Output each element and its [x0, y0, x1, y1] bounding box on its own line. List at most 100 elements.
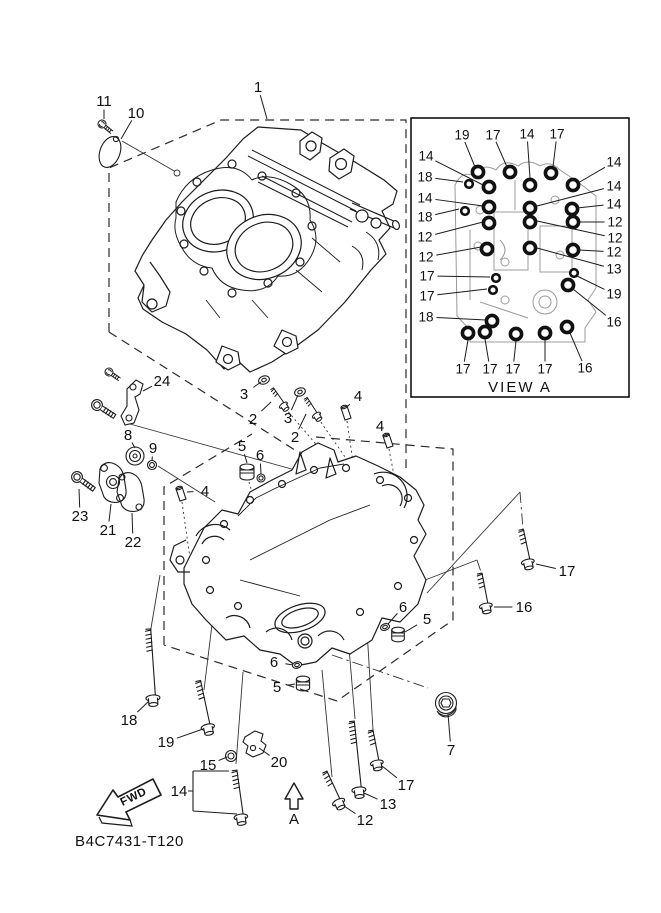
bolt-16: [472, 571, 495, 616]
bolt-hole-marker: [470, 164, 486, 180]
leader-line: [288, 683, 296, 686]
up-arrow-icon: [284, 782, 304, 810]
part-callout-18: 18: [418, 310, 433, 325]
leader-line: [436, 246, 482, 256]
oring-9: [146, 459, 158, 471]
leader-line: [259, 95, 268, 120]
damper-8: [125, 446, 145, 466]
bolt-hole-marker: [463, 178, 475, 190]
leader-line: [463, 339, 469, 362]
bolt-hole-marker: [479, 241, 495, 257]
bolt-hole-marker: [481, 215, 497, 231]
leader-line: [513, 340, 517, 362]
leader-line: [572, 288, 607, 316]
fwd-arrow: FWD: [96, 778, 162, 827]
figure-code: B4C7431-T120: [75, 833, 184, 850]
bolt-hole-marker: [459, 205, 471, 217]
leader-line: [535, 563, 556, 569]
leader-line: [435, 198, 484, 207]
leader-line: [131, 442, 136, 449]
plug-5: [239, 463, 405, 692]
bolt-hole-marker: [565, 242, 581, 258]
part-callout-12: 12: [607, 215, 622, 230]
part-callout-12: 12: [606, 245, 621, 260]
plate-10: [98, 136, 122, 168]
bolt-hole-marker: [484, 313, 500, 329]
oring-15: [224, 749, 238, 763]
leader-line: [536, 188, 604, 207]
part-callout-17: 17: [419, 289, 434, 304]
part-callout-4: 4: [201, 483, 209, 500]
leader-line: [78, 488, 81, 508]
oring-6: [256, 473, 391, 669]
leader-line: [527, 141, 531, 179]
main-leader-lines: [78, 95, 556, 815]
part-callout-13: 13: [380, 796, 397, 813]
part-callout-17: 17: [537, 362, 552, 377]
leader-line: [290, 394, 299, 411]
leader-line: [578, 249, 604, 252]
bolt-19: [190, 679, 217, 738]
part-callout-12: 12: [418, 250, 433, 265]
leader-line: [435, 221, 484, 235]
part-callout-16: 16: [577, 361, 592, 376]
section-a-arrow: A: [284, 782, 304, 828]
part-callout-14: 14: [171, 783, 188, 800]
part-callout-5: 5: [238, 438, 246, 455]
leader-line: [120, 120, 133, 140]
leader-line: [536, 220, 605, 237]
leader-line: [259, 463, 262, 475]
section-a-label: A: [289, 811, 299, 828]
part-callout-9: 9: [149, 440, 157, 457]
part-callout-24: 24: [154, 373, 171, 390]
washer-3: [258, 375, 270, 385]
part-callout-19: 19: [454, 128, 469, 143]
leader-line: [136, 700, 150, 713]
part-callout-18: 18: [417, 210, 432, 225]
part-callout-17: 17: [559, 563, 576, 580]
part-callout-6: 6: [270, 654, 278, 671]
part-callout-6: 6: [399, 599, 407, 616]
leader-line: [384, 432, 388, 437]
bolt-2: [301, 395, 325, 424]
bolt-hole-marker: [522, 177, 538, 193]
part-callout-14: 14: [418, 149, 434, 164]
leader-line: [108, 503, 112, 522]
part-callout-20: 20: [271, 754, 288, 771]
bolt-hole-marker: [487, 284, 499, 296]
leader-line: [576, 204, 604, 209]
bolt-hole-marker: [522, 214, 538, 230]
bracket-24: [120, 379, 144, 426]
gasket-22: [116, 472, 145, 512]
bolt-hole-marker: [502, 164, 518, 180]
part-callout-11: 11: [96, 93, 112, 110]
part-callout-3: 3: [284, 410, 292, 427]
part-callout-21: 21: [100, 522, 117, 539]
leader-line: [569, 332, 583, 362]
leader-line: [387, 613, 398, 625]
bolt-hole-marker: [522, 200, 538, 216]
leader-line: [253, 381, 262, 388]
part-callout-3: 3: [240, 386, 248, 403]
leader-line: [243, 454, 248, 464]
bolt-hole-marker: [477, 324, 493, 340]
bolt-hole-marker: [559, 319, 575, 335]
part-callout-4: 4: [354, 388, 362, 405]
bolt-hole-marker: [481, 179, 497, 195]
part-callout-13: 13: [606, 262, 621, 277]
bolt-12: [318, 768, 349, 813]
leader-line: [298, 413, 307, 430]
bolt-hole-marker: [564, 201, 580, 217]
bolt-17: [514, 527, 537, 572]
leader-line: [131, 512, 134, 534]
view-a-leader-lines: [435, 141, 607, 362]
view-a-title: VIEW A: [488, 379, 552, 396]
leader-line: [536, 247, 605, 267]
part-callout-17: 17: [455, 362, 470, 377]
leader-line: [285, 663, 294, 666]
small-parts: [68, 117, 537, 827]
part-callout-2: 2: [249, 411, 257, 428]
